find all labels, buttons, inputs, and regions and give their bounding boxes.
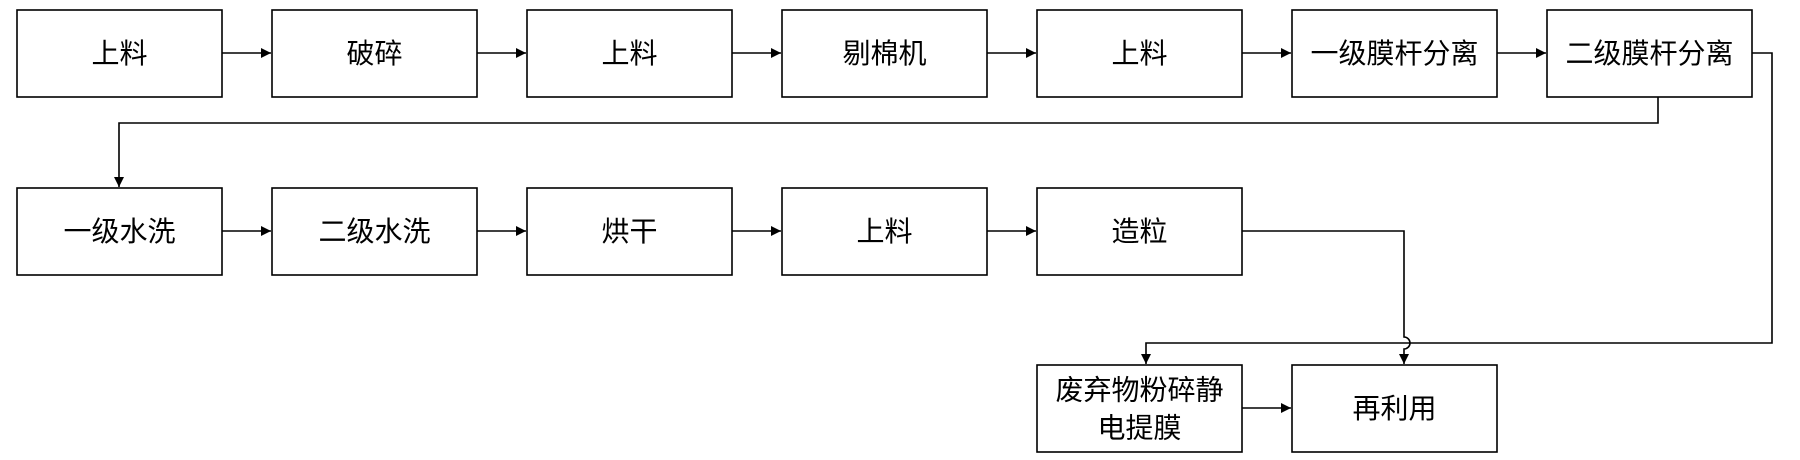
- step-pelletize-label: 造粒: [1111, 215, 1167, 248]
- step-feed-2: 上料: [526, 9, 733, 98]
- step-dry: 烘干: [526, 187, 733, 276]
- arrow-secondary-separation-to-primary-wash: [114, 97, 1659, 187]
- step-waste-crush-electrostatic-film-label-line2: 电提膜: [1097, 412, 1181, 445]
- step-reuse-label: 再利用: [1352, 392, 1436, 425]
- step-waste-crush-electrostatic-film: 废弃物粉碎静 电提膜: [1036, 364, 1243, 453]
- step-feed-1-label: 上料: [91, 37, 147, 70]
- step-feed-3-label: 上料: [1111, 37, 1167, 70]
- step-primary-wash: 一级水洗: [16, 187, 223, 276]
- step-pelletize: 造粒: [1036, 187, 1243, 276]
- arrow-pelletize-to-reuse: [1242, 230, 1411, 364]
- step-primary-film-rod-separation-label: 一级膜杆分离: [1310, 37, 1478, 70]
- arrow-secondary-separation-to-waste-crush: [1141, 52, 1773, 364]
- step-cotton-removal-label: 剔棉机: [842, 37, 926, 70]
- step-feed-2-label: 上料: [601, 37, 657, 70]
- step-reuse: 再利用: [1291, 364, 1498, 453]
- step-crush: 破碎: [271, 9, 478, 98]
- step-feed-4-label: 上料: [856, 215, 912, 248]
- step-feed-1: 上料: [16, 9, 223, 98]
- step-secondary-film-rod-separation-label: 二级膜杆分离: [1565, 37, 1733, 70]
- step-feed-3: 上料: [1036, 9, 1243, 98]
- step-secondary-film-rod-separation: 二级膜杆分离: [1546, 9, 1753, 98]
- step-cotton-removal: 剔棉机: [781, 9, 988, 98]
- step-secondary-wash: 二级水洗: [271, 187, 478, 276]
- step-primary-film-rod-separation: 一级膜杆分离: [1291, 9, 1498, 98]
- step-primary-wash-label: 一级水洗: [63, 215, 175, 248]
- step-crush-label: 破碎: [346, 37, 402, 70]
- step-dry-label: 烘干: [601, 215, 657, 248]
- step-feed-4: 上料: [781, 187, 988, 276]
- step-waste-crush-electrostatic-film-label-line1: 废弃物粉碎静: [1055, 374, 1223, 407]
- step-secondary-wash-label: 二级水洗: [318, 215, 430, 248]
